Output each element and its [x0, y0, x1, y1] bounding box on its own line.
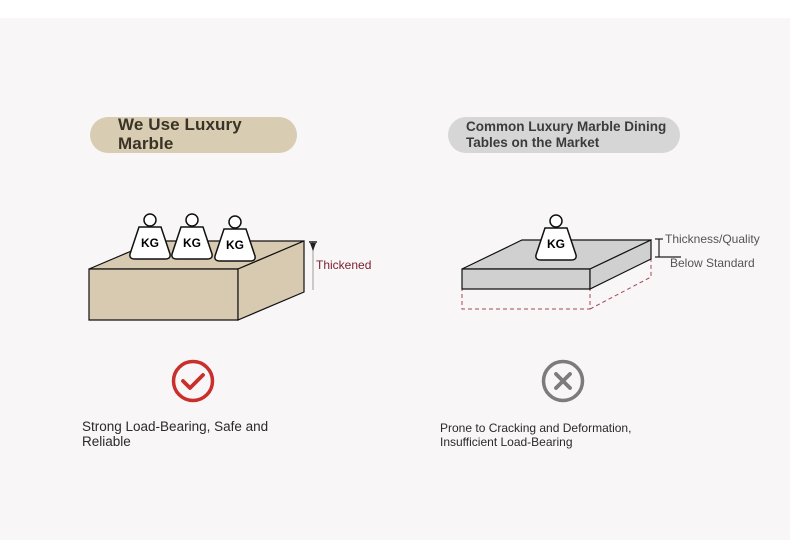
- thickness-marker-icon: [309, 241, 317, 290]
- luxury-marble-title-pill: We Use Luxury Marble: [90, 115, 297, 153]
- luxury-title-line1: We Use Luxury: [118, 115, 242, 134]
- common-title-line2: Tables on the Market: [466, 135, 600, 150]
- below-standard-label: Below Standard: [670, 256, 755, 270]
- luxury-caption-line2: Reliable: [82, 434, 131, 449]
- common-marble-title: Common Luxury Marble Dining Tables on th…: [466, 119, 666, 151]
- common-marble-title-pill: Common Luxury Marble Dining Tables on th…: [448, 117, 680, 153]
- weight-icon: KG: [171, 213, 213, 260]
- common-caption-line1: Prone to Cracking and Deformation,: [440, 421, 632, 435]
- thickness-bracket-icon: [655, 238, 681, 258]
- svg-text:KG: KG: [226, 238, 244, 252]
- svg-text:KG: KG: [547, 237, 565, 251]
- common-caption-line2: Insufficient Load-Bearing: [440, 434, 573, 449]
- luxury-caption-line1: Strong Load-Bearing, Safe and: [82, 419, 269, 434]
- thickened-label: Thickened: [316, 258, 372, 272]
- luxury-title-line2: Marble: [118, 134, 174, 153]
- thickness-quality-label: Thickness/Quality: [665, 232, 760, 246]
- weight-icon: KG: [129, 213, 171, 260]
- weight-icon: KG: [214, 215, 256, 262]
- luxury-caption: Strong Load-Bearing, Safe and Reliable: [82, 419, 268, 449]
- common-caption: Prone to Cracking and Deformation, Insuf…: [440, 421, 632, 449]
- x-circle-icon: [541, 359, 585, 403]
- common-title-line1: Common Luxury Marble Dining: [466, 119, 667, 134]
- weight-icon: KG: [535, 214, 577, 261]
- svg-text:KG: KG: [141, 236, 159, 250]
- svg-text:KG: KG: [183, 236, 201, 250]
- luxury-marble-title: We Use Luxury Marble: [118, 115, 242, 153]
- check-circle-icon: [171, 359, 215, 403]
